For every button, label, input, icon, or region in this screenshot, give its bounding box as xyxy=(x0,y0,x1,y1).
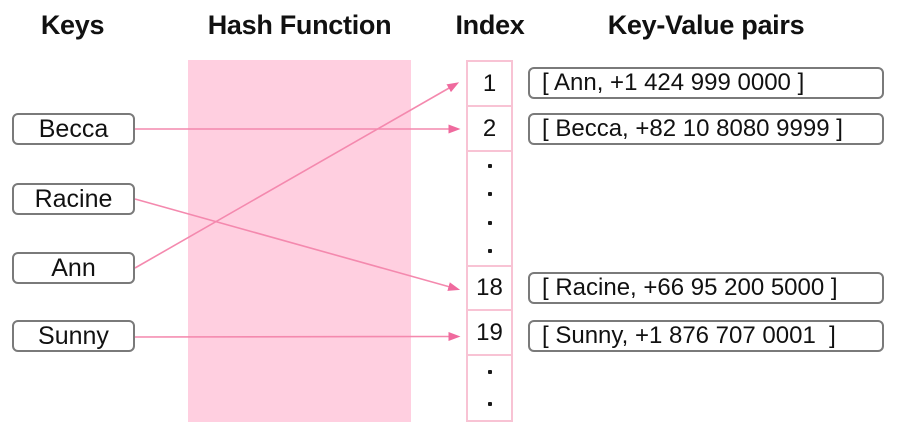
key-box-ann: Ann xyxy=(12,252,135,284)
ellipsis-dot xyxy=(487,220,492,225)
header-key-value-pairs: Key-Value pairs xyxy=(607,10,805,40)
index-cell-19: 19 xyxy=(468,311,511,356)
kv-pair-box-ann: [ Ann, +1 424 999 0000 ] xyxy=(528,67,884,99)
hash-function-box xyxy=(188,60,411,422)
header-keys: Keys xyxy=(40,10,105,40)
header-hash-function: Hash Function xyxy=(207,10,392,40)
index-cell-ellipsis-top xyxy=(468,152,511,267)
key-box-sunny: Sunny xyxy=(12,320,135,352)
header-index: Index xyxy=(455,10,525,40)
ellipsis-dot xyxy=(487,402,492,406)
ellipsis-dot xyxy=(487,370,492,374)
index-cell-ellipsis-bottom xyxy=(468,356,511,420)
kv-pair-box-becca: [ Becca, +82 10 8080 9999 ] xyxy=(528,113,884,145)
key-box-racine: Racine xyxy=(12,183,135,215)
key-box-becca: Becca xyxy=(12,113,135,145)
ellipsis-dot xyxy=(487,192,492,197)
index-column: 1 2 18 19 xyxy=(466,60,513,422)
index-cell-18: 18 xyxy=(468,267,511,311)
index-cell-2: 2 xyxy=(468,107,511,152)
ellipsis-dot xyxy=(487,248,492,253)
kv-pair-box-racine: [ Racine, +66 95 200 5000 ] xyxy=(528,272,884,304)
index-cell-1: 1 xyxy=(468,62,511,107)
kv-pair-box-sunny: [ Sunny, +1 876 707 0001 ] xyxy=(528,320,884,352)
ellipsis-dot xyxy=(487,164,492,169)
